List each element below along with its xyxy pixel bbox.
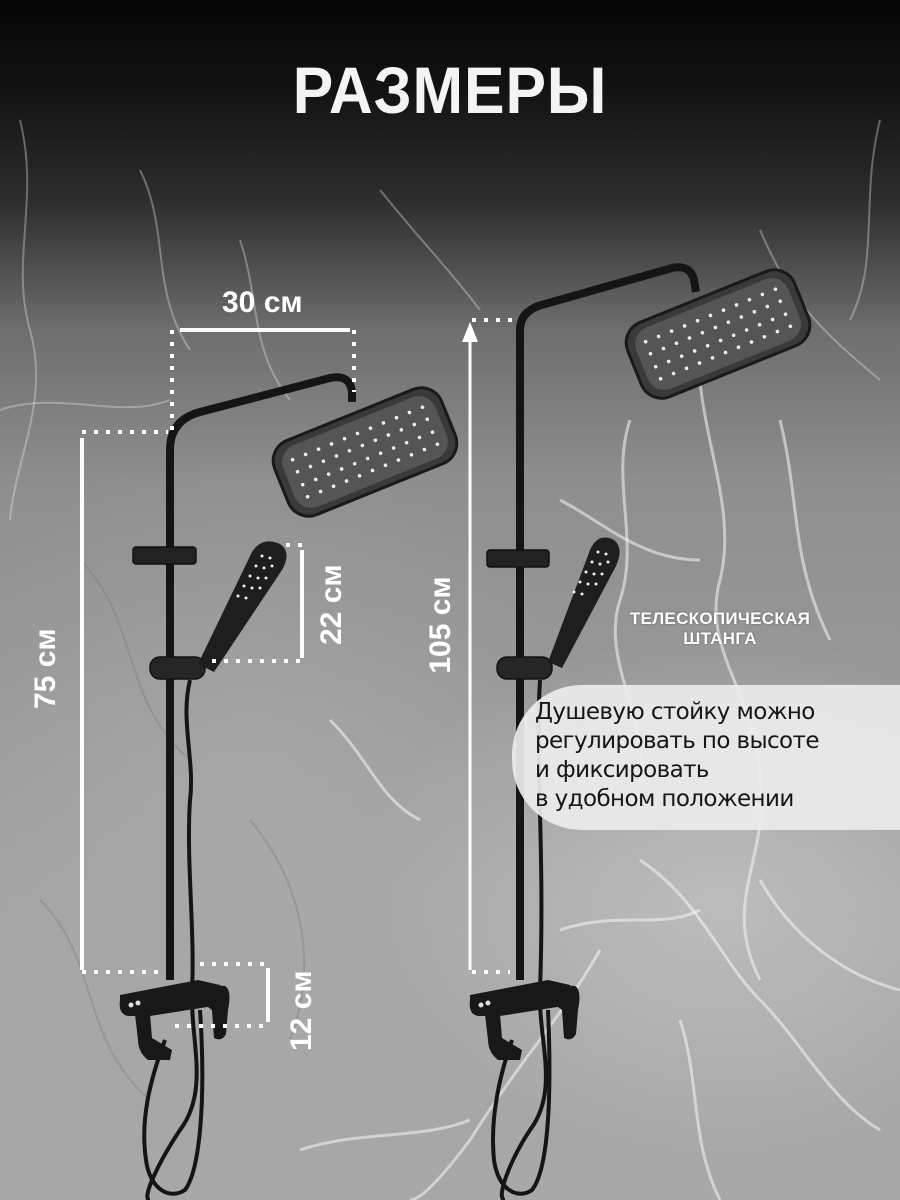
feature-heading-line1: ТЕЛЕСКОПИЧЕСКАЯ bbox=[629, 609, 811, 628]
info-panel bbox=[512, 685, 900, 830]
description-line: и фиксировать bbox=[535, 757, 709, 783]
dimension-handshower: 22 см bbox=[315, 564, 348, 645]
feature-heading-line2: ШТАНГА bbox=[683, 629, 757, 648]
feature-description: Душевую стойку можно регулировать по выс… bbox=[535, 698, 895, 814]
dimension-rail-max: 105 см bbox=[424, 576, 457, 674]
feature-heading: ТЕЛЕСКОПИЧЕСКАЯ ШТАНГА bbox=[580, 609, 860, 649]
description-line: в удобном положении bbox=[535, 786, 794, 812]
dimension-lines bbox=[80, 318, 520, 1028]
description-line: регулировать по высоте bbox=[535, 728, 819, 754]
dimension-mixer: 12 см bbox=[285, 970, 318, 1051]
dimension-head-width: 30 см bbox=[222, 286, 303, 319]
page-title: РАЗМЕРЫ bbox=[292, 53, 608, 127]
description-line: Душевую стойку можно bbox=[535, 699, 815, 725]
left-shower-set bbox=[119, 373, 459, 1200]
arrow-up-icon bbox=[462, 322, 478, 342]
dimension-rail-min: 75 см bbox=[29, 628, 62, 709]
